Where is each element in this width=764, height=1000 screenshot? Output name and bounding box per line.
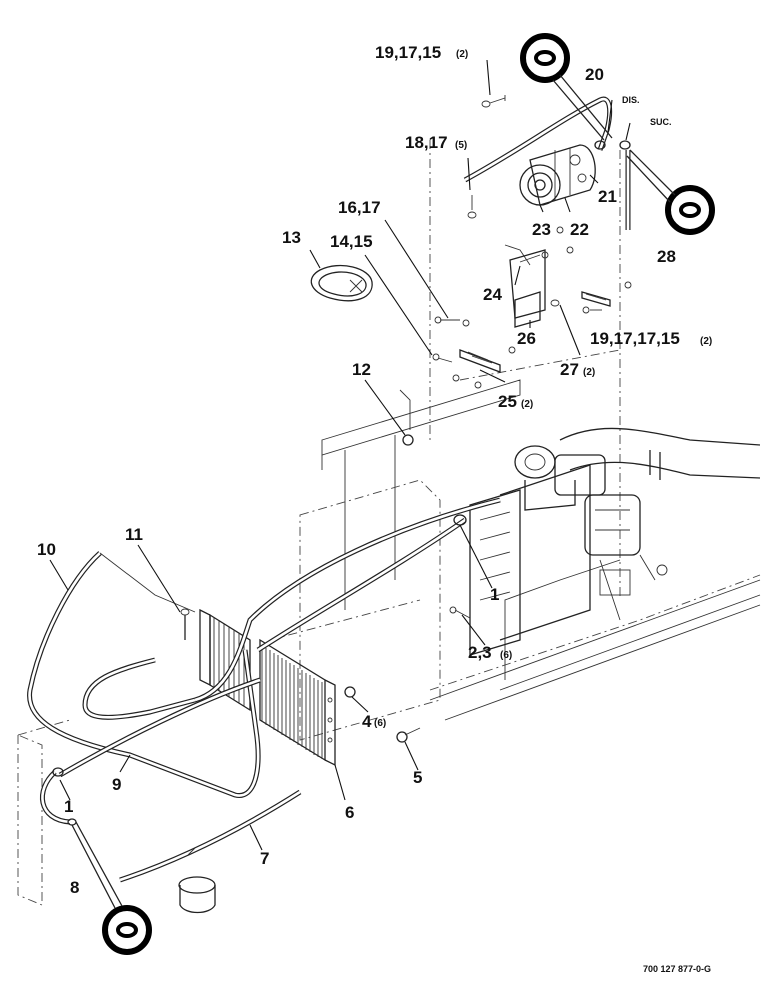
refrigerant-lines-upper [463, 96, 631, 230]
drawing-number: 700 127 877-0-G [643, 964, 711, 974]
hose-long-upper [194, 497, 501, 703]
hose-lower-left-1 [39, 770, 71, 825]
svg-text:18,17: 18,17 [405, 133, 448, 152]
callout-5: 5 [413, 768, 422, 787]
svg-text:19,17,17,15: 19,17,17,15 [590, 329, 680, 348]
callout-suc: SUC. [650, 117, 672, 127]
leader-lines [49, 59, 631, 851]
engine-intake-pipe [514, 427, 761, 621]
svg-text:27: 27 [560, 360, 579, 379]
callout-14-15: 14,15 [330, 232, 373, 251]
receiver-drier [178, 876, 216, 914]
hose-10 [27, 551, 261, 798]
svg-text:2,3: 2,3 [468, 643, 492, 662]
svg-text:19,17,15: 19,17,15 [375, 43, 441, 62]
svg-text:(2): (2) [583, 367, 595, 378]
svg-text:4: 4 [362, 712, 372, 731]
machine-frame-outline [17, 140, 761, 906]
svg-text:(6): (6) [374, 718, 386, 729]
callout-16-17: 16,17 [338, 198, 381, 217]
o-ring-detail-20 [520, 33, 613, 141]
callout-13: 13 [282, 228, 301, 247]
svg-text:(5): (5) [455, 140, 467, 151]
svg-text:(6): (6) [500, 650, 512, 661]
callout-26: 26 [517, 329, 536, 348]
callout-21: 21 [598, 187, 617, 206]
callout-11: 11 [125, 525, 143, 544]
callout-19-17-15-top: 19,17,15 (2) [375, 43, 468, 62]
hose-7 [119, 789, 302, 883]
callout-22: 22 [570, 220, 589, 239]
callout-6: 6 [345, 803, 354, 822]
callout-24: 24 [483, 285, 502, 304]
drive-belt-13 [310, 264, 373, 302]
callout-19-17-17-15: 19,17,17,15 (2) [590, 329, 712, 348]
svg-text:(2): (2) [521, 399, 533, 410]
callout-18-17: 18,17 (5) [405, 133, 467, 152]
callout-20: 20 [585, 65, 604, 84]
callout-2-3: 2,3 (6) [468, 643, 512, 662]
o-ring-detail-28 [626, 149, 715, 235]
callout-dis: DIS. [622, 95, 640, 105]
callout-25: 25 (2) [498, 392, 533, 411]
callout-10: 10 [37, 540, 56, 559]
callout-7: 7 [260, 849, 269, 868]
compressor [519, 144, 596, 206]
callout-8: 8 [70, 878, 79, 897]
hose-9 [58, 657, 261, 778]
condenser-fins [261, 645, 323, 759]
o-ring-detail-8 [71, 821, 152, 955]
callout-1-lower: 1 [64, 797, 73, 816]
callout-28: 28 [657, 247, 676, 266]
callout-1-upper: 1 [490, 585, 499, 604]
svg-text:25: 25 [498, 392, 517, 411]
adjusting-strap-right [581, 291, 611, 307]
radiator-core [469, 464, 591, 656]
callout-27: 27 (2) [560, 360, 595, 379]
svg-text:(2): (2) [700, 336, 712, 347]
adjusting-strap-25 [459, 349, 501, 373]
callout-4: 4 (6) [362, 712, 386, 731]
compressor-bracket [504, 244, 546, 328]
callout-12: 12 [352, 360, 371, 379]
callout-23: 23 [532, 220, 551, 239]
svg-text:(2): (2) [456, 49, 468, 60]
condenser-6 [259, 638, 336, 767]
callout-9: 9 [112, 775, 121, 794]
